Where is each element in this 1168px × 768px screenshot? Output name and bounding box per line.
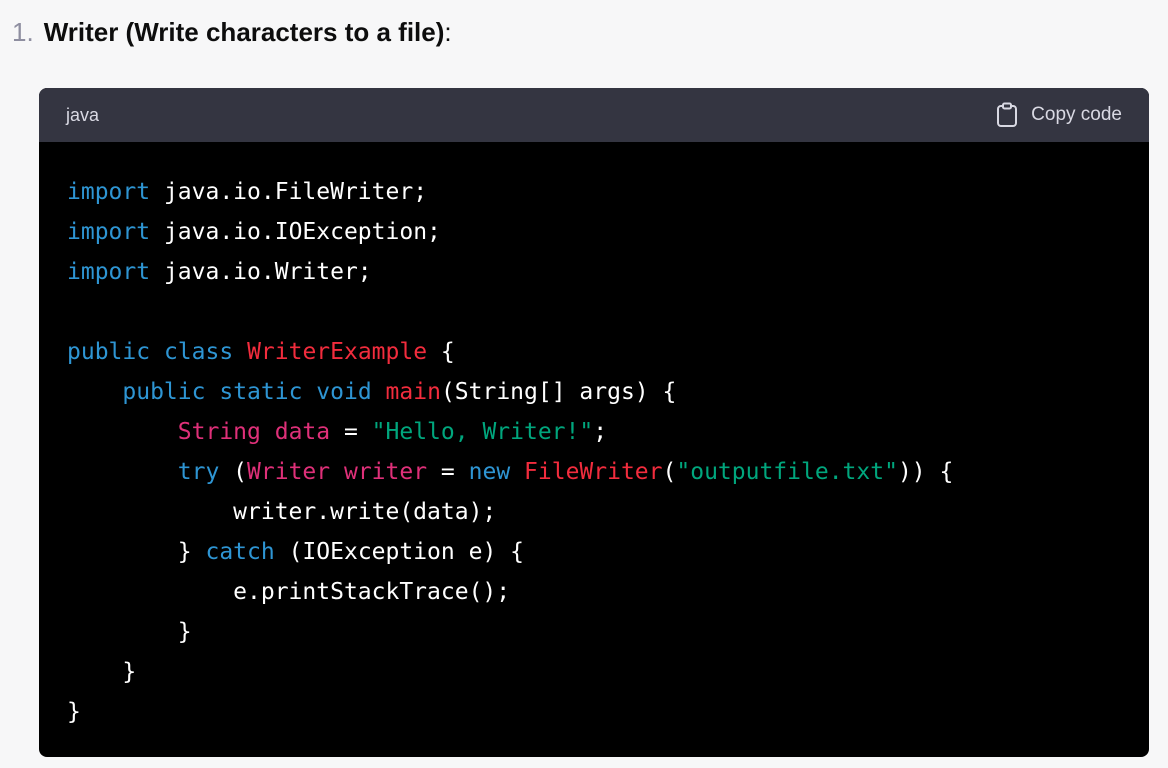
- code-token: [261, 419, 275, 445]
- code-token: {: [427, 339, 455, 365]
- code-token: main: [385, 379, 441, 405]
- code-token: }: [67, 619, 192, 645]
- code-token: [302, 379, 316, 405]
- code-line: import java.io.IOException;: [67, 212, 1121, 252]
- code-token: )) {: [897, 459, 954, 485]
- code-line: public static void main(String[] args) {: [67, 372, 1121, 412]
- code-token: static: [219, 379, 303, 405]
- list-item-suffix: :: [444, 17, 452, 47]
- code-token: java.io.FileWriter;: [150, 179, 428, 205]
- code-line: public class WriterExample {: [67, 332, 1121, 372]
- code-line: import java.io.FileWriter;: [67, 172, 1121, 212]
- code-line: writer.write(data);: [67, 492, 1121, 532]
- code-token: writer.write(data);: [67, 499, 497, 525]
- code-token: public: [67, 339, 151, 365]
- list-item-title: Writer (Write characters to a file): [43, 17, 445, 47]
- code-token: public: [122, 379, 206, 405]
- code-line: [67, 292, 1121, 332]
- code-line: e.printStackTrace();: [67, 572, 1121, 612]
- code-token: }: [67, 699, 81, 725]
- copy-code-label: Copy code: [1031, 104, 1122, 125]
- code-token: class: [163, 339, 234, 365]
- list-number: 1.: [12, 17, 34, 47]
- code-line: try (Writer writer = new FileWriter("out…: [67, 452, 1121, 492]
- code-token: (: [219, 459, 248, 485]
- code-line: }: [67, 652, 1121, 692]
- code-token: new: [468, 459, 511, 485]
- code-token: e.printStackTrace();: [67, 579, 511, 605]
- code-token: }: [67, 539, 206, 565]
- code-token: [67, 459, 178, 485]
- code-token: ;: [593, 419, 608, 445]
- code-token: "Hello, Writer!": [371, 419, 594, 445]
- code-token: [372, 379, 386, 405]
- code-token: [205, 379, 219, 405]
- code-token: java.io.Writer;: [150, 259, 372, 285]
- code-token: catch: [205, 539, 275, 565]
- code-token: (IOException e) {: [274, 539, 524, 565]
- code-token: writer: [343, 459, 428, 485]
- code-token: FileWriter: [524, 459, 663, 485]
- code-token: import: [67, 259, 151, 285]
- code-token: import: [67, 219, 151, 245]
- code-token: "outputfile.txt": [676, 459, 898, 485]
- code-language-label: java: [66, 104, 100, 125]
- code-token: Writer: [247, 459, 331, 485]
- code-token: (String[] args) {: [440, 379, 677, 405]
- code-token: (: [662, 459, 677, 485]
- code-token: [330, 459, 344, 485]
- code-token: data: [274, 419, 331, 445]
- clipboard-icon: [995, 102, 1019, 128]
- code-token: =: [330, 419, 372, 445]
- code-token: void: [316, 379, 372, 405]
- code-line: }: [67, 612, 1121, 652]
- code-token: }: [67, 659, 137, 685]
- code-token: String: [177, 419, 261, 445]
- code-token: [67, 379, 122, 405]
- code-token: try: [177, 459, 220, 485]
- list-item-heading: 1. Writer (Write characters to a file):: [12, 14, 452, 50]
- code-content: import java.io.FileWriter;import java.io…: [39, 142, 1149, 732]
- code-line: } catch (IOException e) {: [67, 532, 1121, 572]
- code-block: java Copy code import java.io.FileWriter…: [39, 88, 1149, 757]
- code-line: import java.io.Writer;: [67, 252, 1121, 292]
- code-token: [150, 339, 164, 365]
- code-token: [233, 339, 247, 365]
- code-token: WriterExample: [247, 339, 428, 365]
- code-token: [510, 459, 524, 485]
- code-token: [67, 419, 178, 445]
- code-block-header: java Copy code: [39, 88, 1149, 142]
- code-token: java.io.IOException;: [150, 219, 441, 245]
- code-token: =: [427, 459, 469, 485]
- code-line: }: [67, 692, 1121, 732]
- copy-code-button[interactable]: Copy code: [995, 102, 1122, 128]
- code-token: import: [67, 179, 151, 205]
- code-line: String data = "Hello, Writer!";: [67, 412, 1121, 452]
